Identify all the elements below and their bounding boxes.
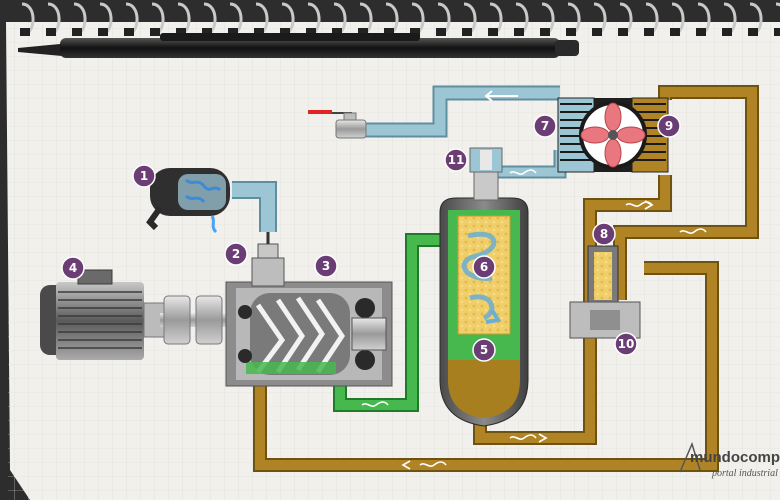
binding-hole	[332, 28, 342, 36]
oil-filter-icon	[587, 245, 619, 305]
binding-hole	[384, 28, 394, 36]
badge-circle	[472, 338, 496, 362]
badge-7: 7	[533, 114, 557, 138]
badge-4: 4	[61, 256, 85, 280]
badge-number: 11	[448, 153, 465, 167]
ball-valve-icon	[308, 110, 367, 139]
brand-logo: mundocompresor portal industrial	[679, 441, 780, 479]
badge-circle	[592, 222, 616, 246]
pen-icon	[18, 33, 579, 58]
badge-circle	[614, 332, 638, 356]
binding-hole	[306, 28, 316, 36]
badge-circle	[132, 164, 156, 188]
badge-3: 3	[314, 254, 338, 278]
badge-10: 10	[614, 332, 638, 356]
badge-number: 1	[140, 169, 148, 183]
binding-hole	[202, 28, 212, 36]
binding-hole	[644, 28, 654, 36]
brand-tagline: portal industrial	[711, 468, 778, 479]
binding-hole	[436, 28, 446, 36]
binding-hole	[618, 28, 628, 36]
binding-hole	[566, 28, 576, 36]
air-filter-icon	[146, 168, 230, 234]
badge-circle	[61, 256, 85, 280]
badge-number: 9	[665, 119, 673, 133]
binding-hole	[358, 28, 368, 36]
binding-hole	[72, 28, 82, 36]
binding-hole	[462, 28, 472, 36]
badge-number: 7	[541, 119, 549, 133]
badge-5: 5	[472, 338, 496, 362]
component-badges: 1 2 3 4 5 6 7 8 9 10 11	[61, 114, 681, 362]
badge-number: 2	[232, 247, 240, 261]
binding-hole	[228, 28, 238, 36]
badge-number: 3	[322, 259, 330, 273]
badge-6: 6	[472, 255, 496, 279]
badge-8: 8	[592, 222, 616, 246]
badge-9: 9	[657, 114, 681, 138]
spiral-ring	[775, 2, 780, 34]
intake-valve-icon	[251, 232, 285, 287]
binding-hole	[670, 28, 680, 36]
binding-hole	[592, 28, 602, 36]
badge-number: 8	[600, 227, 608, 241]
badge-11: 11	[444, 148, 468, 172]
badge-circle	[224, 242, 248, 266]
thermostatic-valve-icon	[569, 301, 641, 339]
binding-hole	[254, 28, 264, 36]
cooling-fan-icon	[579, 98, 647, 172]
binding-hole	[696, 28, 706, 36]
binding-hole	[20, 28, 30, 36]
screw-compressor-icon	[225, 281, 393, 387]
binding-hole	[488, 28, 498, 36]
binding-hole	[514, 28, 524, 36]
binding-hole	[124, 28, 134, 36]
binding-hole	[774, 28, 780, 36]
air-oil-mixture-line	[333, 233, 440, 412]
min-pressure-valve-icon	[469, 147, 503, 201]
binding-hole	[540, 28, 550, 36]
binding-hole	[280, 28, 290, 36]
badge-circle	[533, 114, 557, 138]
badge-circle	[314, 254, 338, 278]
badge-2: 2	[224, 242, 248, 266]
spiral-binding	[20, 2, 780, 36]
badge-number: 5	[480, 343, 488, 357]
binding-hole	[722, 28, 732, 36]
badge-circle	[472, 255, 496, 279]
binding-hole	[748, 28, 758, 36]
badge-number: 6	[480, 260, 488, 274]
electric-motor-icon	[40, 269, 165, 360]
badge-number: 4	[69, 261, 77, 275]
badge-1: 1	[132, 164, 156, 188]
badge-circle	[444, 148, 468, 172]
binding-hole	[176, 28, 186, 36]
brand-name: mundocompresor	[690, 449, 780, 466]
badge-number: 10	[618, 337, 635, 351]
binding-hole	[98, 28, 108, 36]
binding-hole	[150, 28, 160, 36]
badge-circle	[657, 114, 681, 138]
binding-hole	[410, 28, 420, 36]
binding-hole	[46, 28, 56, 36]
